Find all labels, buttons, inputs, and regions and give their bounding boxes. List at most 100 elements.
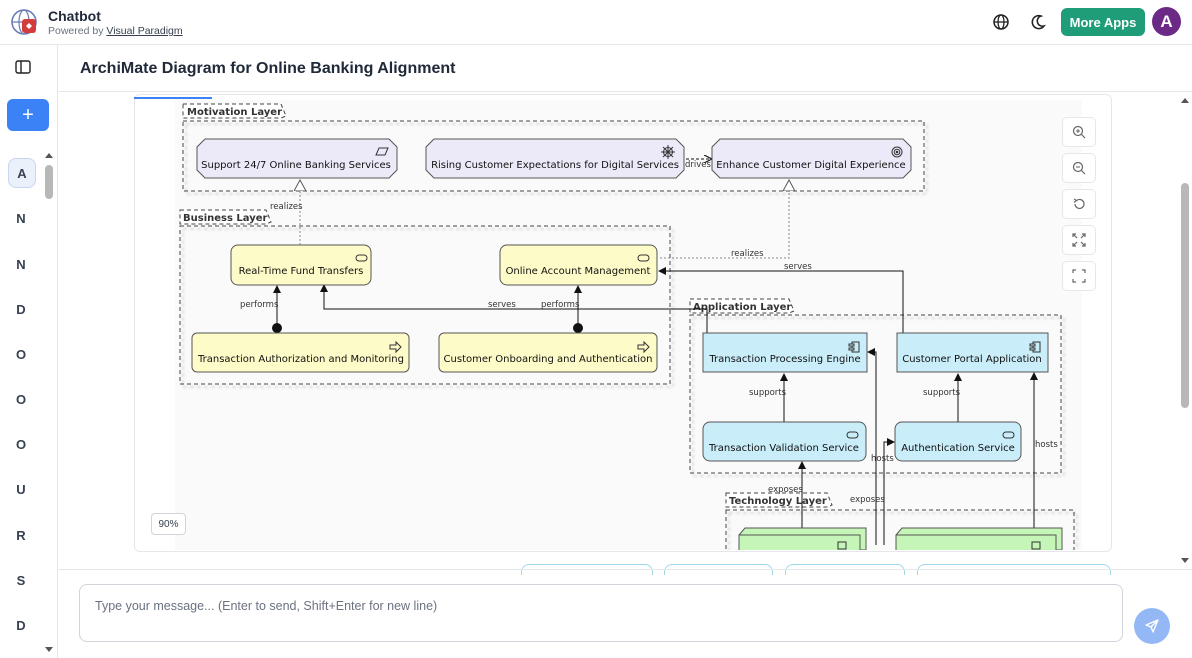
sidebar-item-9[interactable]: S: [16, 572, 26, 588]
element-portal-app[interactable]: Customer Portal Application: [896, 332, 1049, 373]
sidebar-item-8[interactable]: R: [16, 527, 26, 543]
performs-dot-1: [272, 323, 282, 333]
sidebar-item-3[interactable]: D: [16, 301, 26, 317]
serves-connector-2: [320, 284, 708, 333]
visual-paradigm-link[interactable]: Visual Paradigm: [106, 25, 183, 37]
globe-icon[interactable]: [991, 12, 1011, 32]
archimate-diagram: Motivation Layer Business Layer Applicat…: [179, 103, 1075, 550]
service-icon: [637, 254, 650, 262]
message-input[interactable]: Type your message... (Enter to send, Shi…: [79, 584, 1123, 642]
technology-node-1[interactable]: [738, 527, 867, 550]
technology-node-2[interactable]: [895, 527, 1063, 550]
business-layer: Business Layer: [179, 209, 671, 385]
sidebar-item-1[interactable]: N: [16, 210, 26, 226]
technology-layer: Technology Layer: [725, 492, 1075, 550]
page-scrollbar[interactable]: [1181, 183, 1189, 408]
powered-prefix: Powered by: [48, 25, 104, 37]
element-account-management[interactable]: Online Account Management: [499, 244, 658, 286]
element-rising-expectations[interactable]: Rising Customer Expectations for Digital…: [425, 138, 685, 179]
page-scroll-down-icon[interactable]: [1180, 557, 1190, 565]
send-icon: [1145, 619, 1159, 633]
serves-label-2: serves: [488, 300, 516, 310]
send-button[interactable]: [1134, 608, 1170, 644]
element-processing-engine[interactable]: Transaction Processing Engine: [702, 332, 868, 373]
reset-icon: [1073, 198, 1085, 210]
rail-scroll-down-icon[interactable]: [44, 646, 54, 654]
realizes-label-2: realizes: [731, 249, 764, 259]
realizes-label-1: realizes: [270, 202, 303, 212]
realizes-connector-2: [660, 180, 789, 259]
sidebar-item-2[interactable]: N: [16, 256, 26, 272]
exposes-label-2: exposes: [850, 495, 885, 505]
moon-icon[interactable]: [1028, 12, 1048, 32]
element-onboarding[interactable]: Customer Onboarding and Authentication: [438, 332, 658, 373]
divider: [58, 91, 1192, 92]
application-layer-label: Application Layer: [693, 302, 791, 313]
performs-dot-2: [573, 323, 583, 333]
message-placeholder: Type your message... (Enter to send, Shi…: [95, 599, 438, 613]
portal-app-label: Customer Portal Application: [902, 354, 1042, 365]
serves-connector-1: [658, 267, 904, 333]
auth-monitoring-label: Transaction Authorization and Monitoring: [197, 354, 404, 365]
technology-layer-label: Technology Layer: [729, 496, 827, 507]
sidebar: + A N N D O O O U R S D: [0, 45, 58, 658]
exposes-connector-2: [867, 348, 877, 545]
sidebar-scrollbar[interactable]: [45, 165, 53, 199]
performs-label-2: performs: [541, 300, 580, 310]
element-validation-service[interactable]: Transaction Validation Service: [702, 421, 867, 462]
more-apps-button[interactable]: More Apps: [1061, 8, 1145, 36]
process-icon: [637, 340, 650, 354]
motivation-layer-label: Motivation Layer: [187, 107, 282, 118]
driver-icon: [661, 145, 675, 159]
onboarding-label: Customer Onboarding and Authentication: [444, 354, 653, 365]
support-services-label: Support 24/7 Online Banking Services: [201, 160, 391, 171]
relationships: drives realizes realizes serves serves p…: [240, 159, 1058, 545]
diagram-canvas[interactable]: Motivation Layer Business Layer Applicat…: [175, 100, 1082, 550]
account-management-label: Online Account Management: [506, 266, 651, 277]
node-icon: [1031, 541, 1041, 550]
exposes-label-1: exposes: [768, 485, 803, 495]
rising-expectations-label: Rising Customer Expectations for Digital…: [431, 160, 679, 171]
element-auth-monitoring[interactable]: Transaction Authorization and Monitoring: [191, 332, 410, 373]
service-icon: [846, 431, 859, 439]
fullscreen-icon: [1072, 269, 1086, 283]
user-avatar[interactable]: A: [1152, 7, 1181, 36]
service-icon: [355, 254, 368, 262]
fullscreen-button[interactable]: [1062, 261, 1096, 291]
tab-indicator: [134, 97, 212, 99]
sidebar-item-5[interactable]: O: [15, 391, 27, 407]
supports-label-1: supports: [749, 388, 787, 398]
enhance-experience-label: Enhance Customer Digital Experience: [716, 160, 905, 171]
sidebar-item-10[interactable]: D: [16, 617, 26, 633]
hosts-label-2: hosts: [1035, 440, 1058, 450]
zoom-in-icon: [1072, 125, 1086, 139]
serves-label-1: serves: [784, 262, 812, 272]
zoom-out-button[interactable]: [1062, 153, 1096, 183]
authentication-service-label: Authentication Service: [901, 443, 1015, 454]
sidebar-item-6[interactable]: O: [15, 436, 27, 452]
sidebar-item-0[interactable]: A: [8, 158, 36, 188]
sidebar-toggle-icon[interactable]: [15, 59, 31, 75]
page-scroll-up-icon[interactable]: [1180, 96, 1190, 104]
app-logo-icon: [11, 9, 37, 35]
element-authentication-service[interactable]: Authentication Service: [894, 421, 1022, 462]
composer-divider: [58, 569, 1192, 570]
component-icon: [848, 341, 860, 353]
page-title: ArchiMate Diagram for Online Banking Ali…: [80, 60, 456, 77]
reset-view-button[interactable]: [1062, 189, 1096, 219]
fit-view-button[interactable]: [1062, 225, 1096, 255]
element-fund-transfers[interactable]: Real-Time Fund Transfers: [230, 244, 372, 286]
node-icon: [837, 541, 847, 550]
sidebar-item-7[interactable]: U: [16, 481, 26, 497]
element-enhance-experience[interactable]: Enhance Customer Digital Experience: [711, 138, 912, 179]
rail-scroll-up-icon[interactable]: [44, 151, 54, 159]
goal-icon: [891, 146, 903, 158]
motivation-layer: Motivation Layer: [182, 103, 925, 192]
requirement-icon: [375, 147, 389, 156]
element-support-services[interactable]: Support 24/7 Online Banking Services: [196, 138, 398, 179]
service-icon: [1002, 431, 1015, 439]
new-chat-button[interactable]: +: [7, 99, 49, 131]
zoom-in-button[interactable]: [1062, 117, 1096, 147]
fit-icon: [1072, 233, 1086, 247]
sidebar-item-4[interactable]: O: [15, 346, 27, 362]
